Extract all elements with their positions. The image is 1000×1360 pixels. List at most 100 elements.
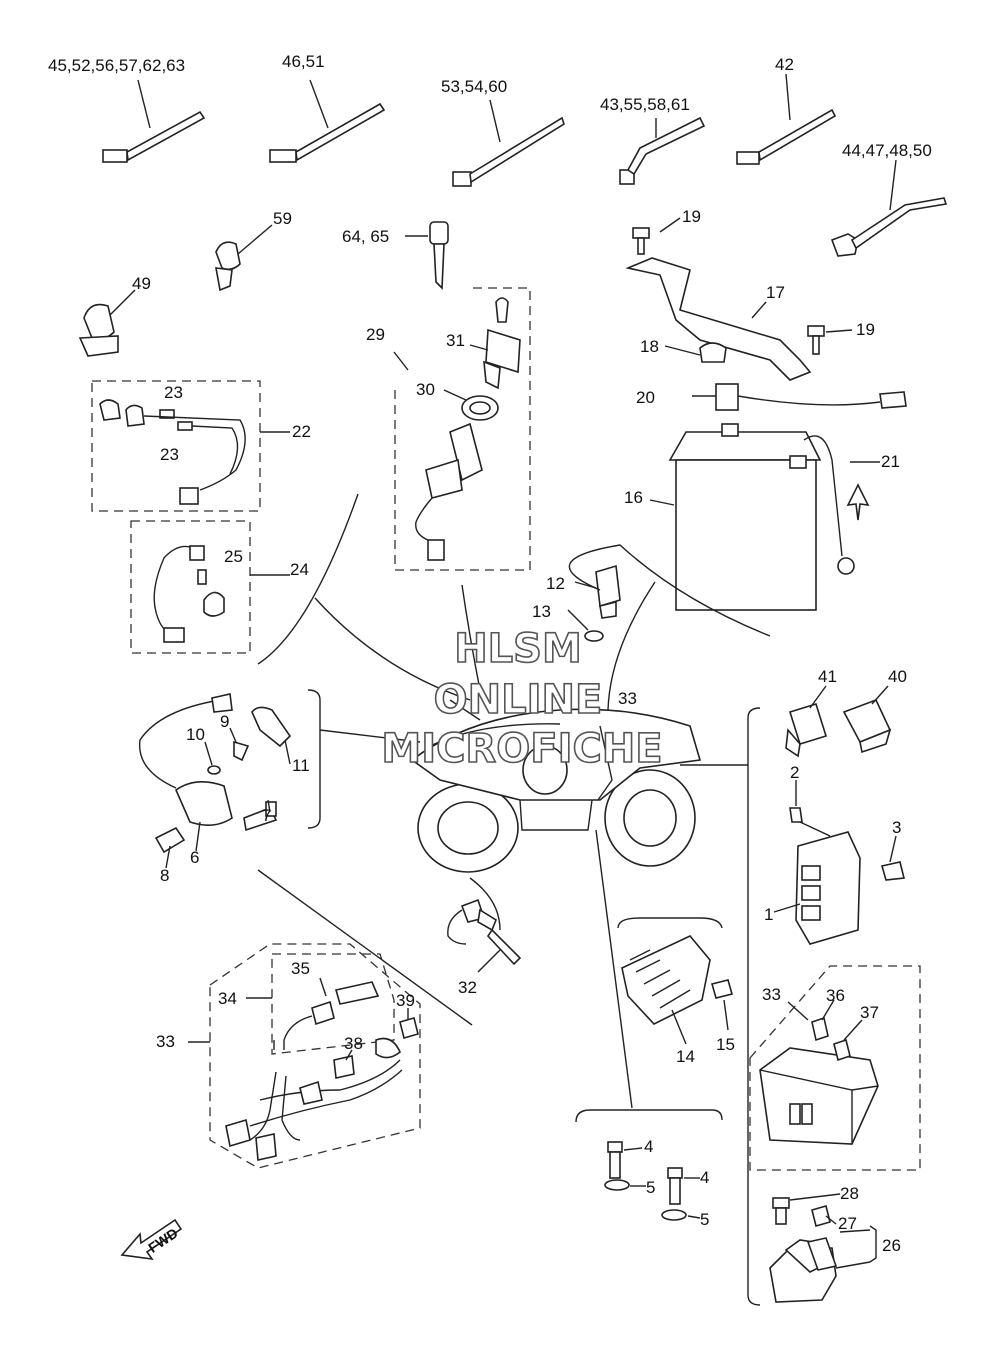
group-box-33-right [749,965,921,1171]
group-box-22 [91,380,261,512]
label-33a: 33 [618,689,637,708]
leader-curve-5 [607,581,656,711]
relay-41 [785,685,828,758]
label-23b: 23 [160,445,179,464]
label-5a: 5 [646,1178,655,1197]
label-9: 9 [220,712,229,731]
label-44: 44,47,48,50 [842,141,932,160]
label-36: 36 [826,986,845,1005]
cdi-unit [773,780,905,945]
fuse-box [759,999,879,1145]
bracket-line-left [307,689,321,829]
watermark-line-2: ONLINE [434,677,603,723]
forward-arrow: FWD [120,1218,183,1261]
leader-curve-2 [314,597,471,701]
label-21: 21 [881,452,900,471]
watermark-line-3: MICROFICHE [381,726,662,772]
leader-curve-4 [568,544,771,637]
label-26: 26 [882,1236,901,1255]
label-2: 2 [790,763,799,782]
label-12: 12 [546,574,565,593]
label-41: 41 [818,667,837,686]
label-42: 42 [775,55,794,74]
bracket-32 [469,877,501,931]
label-23a: 23 [164,383,183,402]
starter-relay [769,1193,877,1303]
ignition-switch [415,297,521,561]
bracket-17 [625,257,812,381]
group-box-24 [130,520,251,654]
label-15: 15 [716,1035,735,1054]
label-29: 29 [366,325,385,344]
label-4a: 4 [644,1137,653,1156]
sensor-12 [567,564,621,642]
label-64: 64, 65 [342,227,389,246]
label-37: 37 [860,1003,879,1022]
atv-vehicle [410,699,702,873]
group-box-29 [394,287,531,571]
label-6: 6 [190,848,199,867]
watermark: HLSM ONLINE MICROFICHE [381,625,664,773]
label-35: 35 [291,959,310,978]
bolt-19b [807,325,853,355]
label-11: 11 [292,756,310,775]
group-box-33-left [209,943,421,1169]
label-40: 40 [888,667,907,686]
battery-cable-21 [803,435,880,575]
label-31: 31 [446,331,465,350]
label-4b: 4 [700,1168,709,1187]
bolt-19a [632,217,681,255]
bracket-14 [617,917,723,929]
label-43: 43,55,58,61 [600,95,690,114]
label-22: 22 [292,422,311,441]
leader-line-33 [257,869,473,1026]
label-39: 39 [396,991,415,1010]
leader-curve-3 [461,584,483,701]
bracket-4-5 [575,1109,723,1123]
leader-line-14 [595,829,633,1109]
label-30: 30 [416,380,435,399]
label-32: 32 [458,978,477,997]
cable-tie-44 [830,159,948,257]
sensor-32 [447,898,522,973]
harness-24 [153,545,290,643]
label-59: 59 [273,209,292,228]
label-28: 28 [840,1184,859,1203]
watermark-line-1: HLSM [454,626,582,672]
cable-tie-46 [269,79,386,163]
label-7: 7 [262,806,271,825]
bolts-4-5 [604,1141,701,1221]
label-18: 18 [640,337,659,356]
label-45: 45,52,56,57,62,63 [48,56,185,75]
label-5b: 5 [700,1210,709,1229]
callout-labels: 45,52,56,57,62,63 46,51 53,54,60 43,55,5… [48,52,932,1255]
group-box-34 [271,953,395,1055]
cable-tie-45 [102,79,206,163]
label-19a: 19 [682,207,701,226]
label-24: 24 [290,560,309,579]
leader-curve-1 [257,493,359,665]
ignition-coil [138,693,292,869]
rectifier [621,935,733,1045]
label-10: 10 [186,725,205,744]
label-19b: 19 [856,320,875,339]
label-53: 53,54,60 [441,77,507,96]
label-34: 34 [218,989,237,1008]
label-33c: 33 [156,1032,175,1051]
label-16: 16 [624,488,643,507]
label-33b: 33 [762,985,781,1004]
bracket-line-right [747,707,761,1306]
harness-22 [99,399,290,505]
label-1: 1 [764,905,773,924]
battery [649,423,822,611]
key-64 [405,221,449,290]
label-3: 3 [892,818,901,837]
cable-tie-42 [736,73,837,165]
wire-harness [188,977,419,1161]
clamp-49 [78,289,136,357]
label-49: 49 [132,274,151,293]
relay-40 [842,685,892,754]
label-25: 25 [224,547,243,566]
